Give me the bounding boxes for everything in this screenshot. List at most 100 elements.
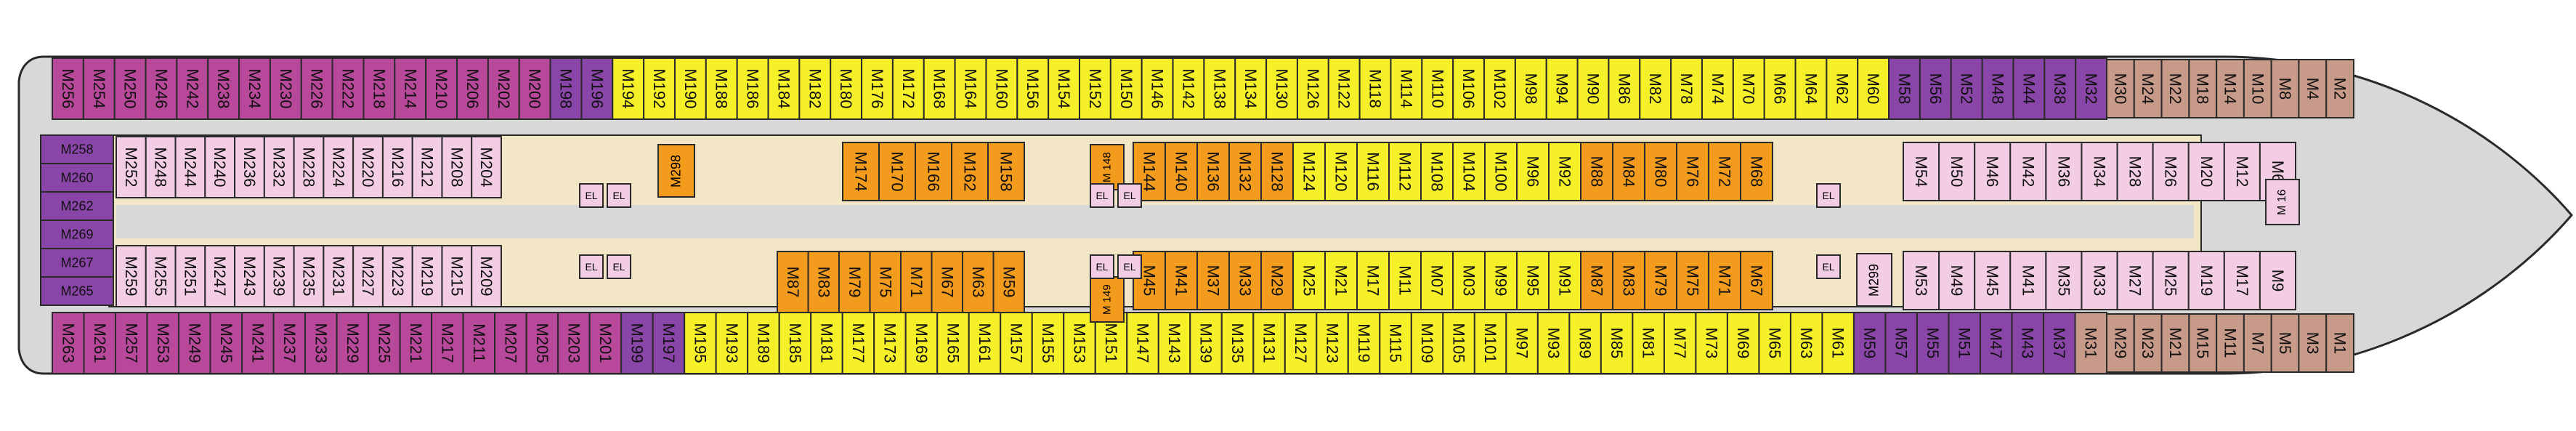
- cabin-m166[interactable]: [915, 142, 952, 201]
- cabin-m96[interactable]: [1516, 142, 1550, 201]
- cabin-m30[interactable]: [2106, 59, 2135, 118]
- cabin-m52[interactable]: [1950, 57, 1983, 120]
- cabin-m112[interactable]: [1388, 142, 1422, 201]
- cabin-m173[interactable]: [873, 312, 907, 374]
- cabin-m209[interactable]: [471, 245, 503, 307]
- cabin-m156[interactable]: [1016, 57, 1050, 120]
- cabin-m154[interactable]: [1048, 57, 1080, 120]
- cabin-m240[interactable]: [204, 136, 236, 198]
- cabin-m216[interactable]: [381, 136, 413, 198]
- cabin-m174[interactable]: [842, 142, 880, 201]
- cabin-m265[interactable]: [40, 276, 114, 306]
- cabin-m250[interactable]: [113, 57, 147, 120]
- cabin-m94[interactable]: [1545, 57, 1579, 120]
- cabin-m217[interactable]: [431, 312, 464, 374]
- cabin-m102[interactable]: [1483, 57, 1516, 120]
- cabin-m1[interactable]: [2325, 313, 2354, 373]
- cabin-m253[interactable]: [146, 312, 180, 374]
- cabin-m233[interactable]: [304, 312, 338, 374]
- cabin-m110[interactable]: [1421, 57, 1454, 120]
- cabin-m84[interactable]: [1612, 142, 1645, 201]
- cabin-m19[interactable]: [2187, 251, 2225, 310]
- cabin-m32[interactable]: [2075, 57, 2108, 120]
- cabin-m262[interactable]: [40, 191, 114, 221]
- special-cabin-m16[interactable]: M 16: [2265, 179, 2300, 225]
- cabin-m198[interactable]: [549, 57, 583, 120]
- cabin-m256[interactable]: [52, 57, 84, 120]
- cabin-m140[interactable]: [1165, 142, 1198, 201]
- cabin-m43[interactable]: [2011, 312, 2044, 374]
- special-cabin-m299[interactable]: M299: [1856, 253, 1892, 307]
- cabin-m242[interactable]: [176, 57, 209, 120]
- cabin-m5[interactable]: [2270, 313, 2300, 373]
- cabin-m21[interactable]: [2160, 313, 2190, 373]
- cabin-m95[interactable]: [1516, 251, 1550, 310]
- cabin-m122[interactable]: [1327, 57, 1361, 120]
- cabin-m190[interactable]: [673, 57, 707, 120]
- cabin-m41[interactable]: [2009, 251, 2047, 310]
- cabin-m57[interactable]: [1884, 312, 1918, 374]
- cabin-m252[interactable]: [116, 136, 147, 198]
- cabin-m26[interactable]: [2152, 142, 2190, 201]
- cabin-m207[interactable]: [494, 312, 527, 374]
- cabin-m192[interactable]: [643, 57, 676, 120]
- cabin-m188[interactable]: [705, 57, 738, 120]
- cabin-m67[interactable]: [931, 251, 963, 313]
- cabin-m134[interactable]: [1234, 57, 1268, 120]
- cabin-m150[interactable]: [1109, 57, 1143, 120]
- cabin-m204[interactable]: [471, 136, 503, 198]
- cabin-m8[interactable]: [2270, 59, 2300, 118]
- cabin-m158[interactable]: [987, 142, 1025, 201]
- cabin-m79[interactable]: [1644, 251, 1677, 310]
- cabin-m226[interactable]: [300, 57, 333, 120]
- cabin-m59[interactable]: [1852, 312, 1887, 374]
- cabin-m62[interactable]: [1826, 57, 1859, 120]
- cabin-m104[interactable]: [1452, 142, 1486, 201]
- cabin-m218[interactable]: [362, 57, 396, 120]
- cabin-m55[interactable]: [1916, 312, 1950, 374]
- cabin-m249[interactable]: [178, 312, 211, 374]
- cabin-m35[interactable]: [2045, 251, 2083, 310]
- cabin-m76[interactable]: [1676, 142, 1709, 201]
- cabin-m200[interactable]: [518, 57, 551, 120]
- cabin-m184[interactable]: [767, 57, 801, 120]
- cabin-m231[interactable]: [323, 245, 355, 307]
- cabin-m235[interactable]: [293, 245, 325, 307]
- cabin-m258[interactable]: [40, 134, 114, 164]
- cabin-m142[interactable]: [1172, 57, 1205, 120]
- cabin-m254[interactable]: [82, 57, 116, 120]
- cabin-m269[interactable]: [40, 219, 114, 249]
- cabin-m123[interactable]: [1316, 312, 1349, 374]
- cabin-m99[interactable]: [1484, 251, 1518, 310]
- cabin-m108[interactable]: [1420, 142, 1454, 201]
- cabin-m267[interactable]: [40, 248, 114, 278]
- cabin-m59[interactable]: [992, 251, 1025, 313]
- cabin-m237[interactable]: [272, 312, 307, 374]
- cabin-m210[interactable]: [425, 57, 458, 120]
- cabin-m168[interactable]: [923, 57, 956, 120]
- cabin-m164[interactable]: [954, 57, 987, 120]
- cabin-m186[interactable]: [736, 57, 769, 120]
- cabin-m10[interactable]: [2243, 59, 2272, 118]
- cabin-m221[interactable]: [399, 312, 433, 374]
- cabin-m147[interactable]: [1126, 312, 1159, 374]
- cabin-m79[interactable]: [838, 251, 871, 313]
- cabin-m251[interactable]: [174, 245, 206, 307]
- cabin-m139[interactable]: [1189, 312, 1223, 374]
- cabin-m85[interactable]: [1600, 312, 1634, 374]
- cabin-m15[interactable]: [2188, 313, 2218, 373]
- cabin-m54[interactable]: [1903, 142, 1940, 201]
- cabin-m127[interactable]: [1284, 312, 1318, 374]
- cabin-m157[interactable]: [1000, 312, 1033, 374]
- cabin-m60[interactable]: [1857, 57, 1890, 120]
- cabin-m22[interactable]: [2160, 59, 2190, 118]
- cabin-m180[interactable]: [830, 57, 863, 120]
- cabin-m17[interactable]: [2223, 251, 2261, 310]
- cabin-m33[interactable]: [1228, 251, 1262, 310]
- cabin-m81[interactable]: [1632, 312, 1665, 374]
- cabin-m74[interactable]: [1701, 57, 1734, 120]
- cabin-m246[interactable]: [145, 57, 178, 120]
- cabin-m45[interactable]: [1974, 251, 2012, 310]
- cabin-m67[interactable]: [1740, 251, 1773, 310]
- cabin-m172[interactable]: [891, 57, 925, 120]
